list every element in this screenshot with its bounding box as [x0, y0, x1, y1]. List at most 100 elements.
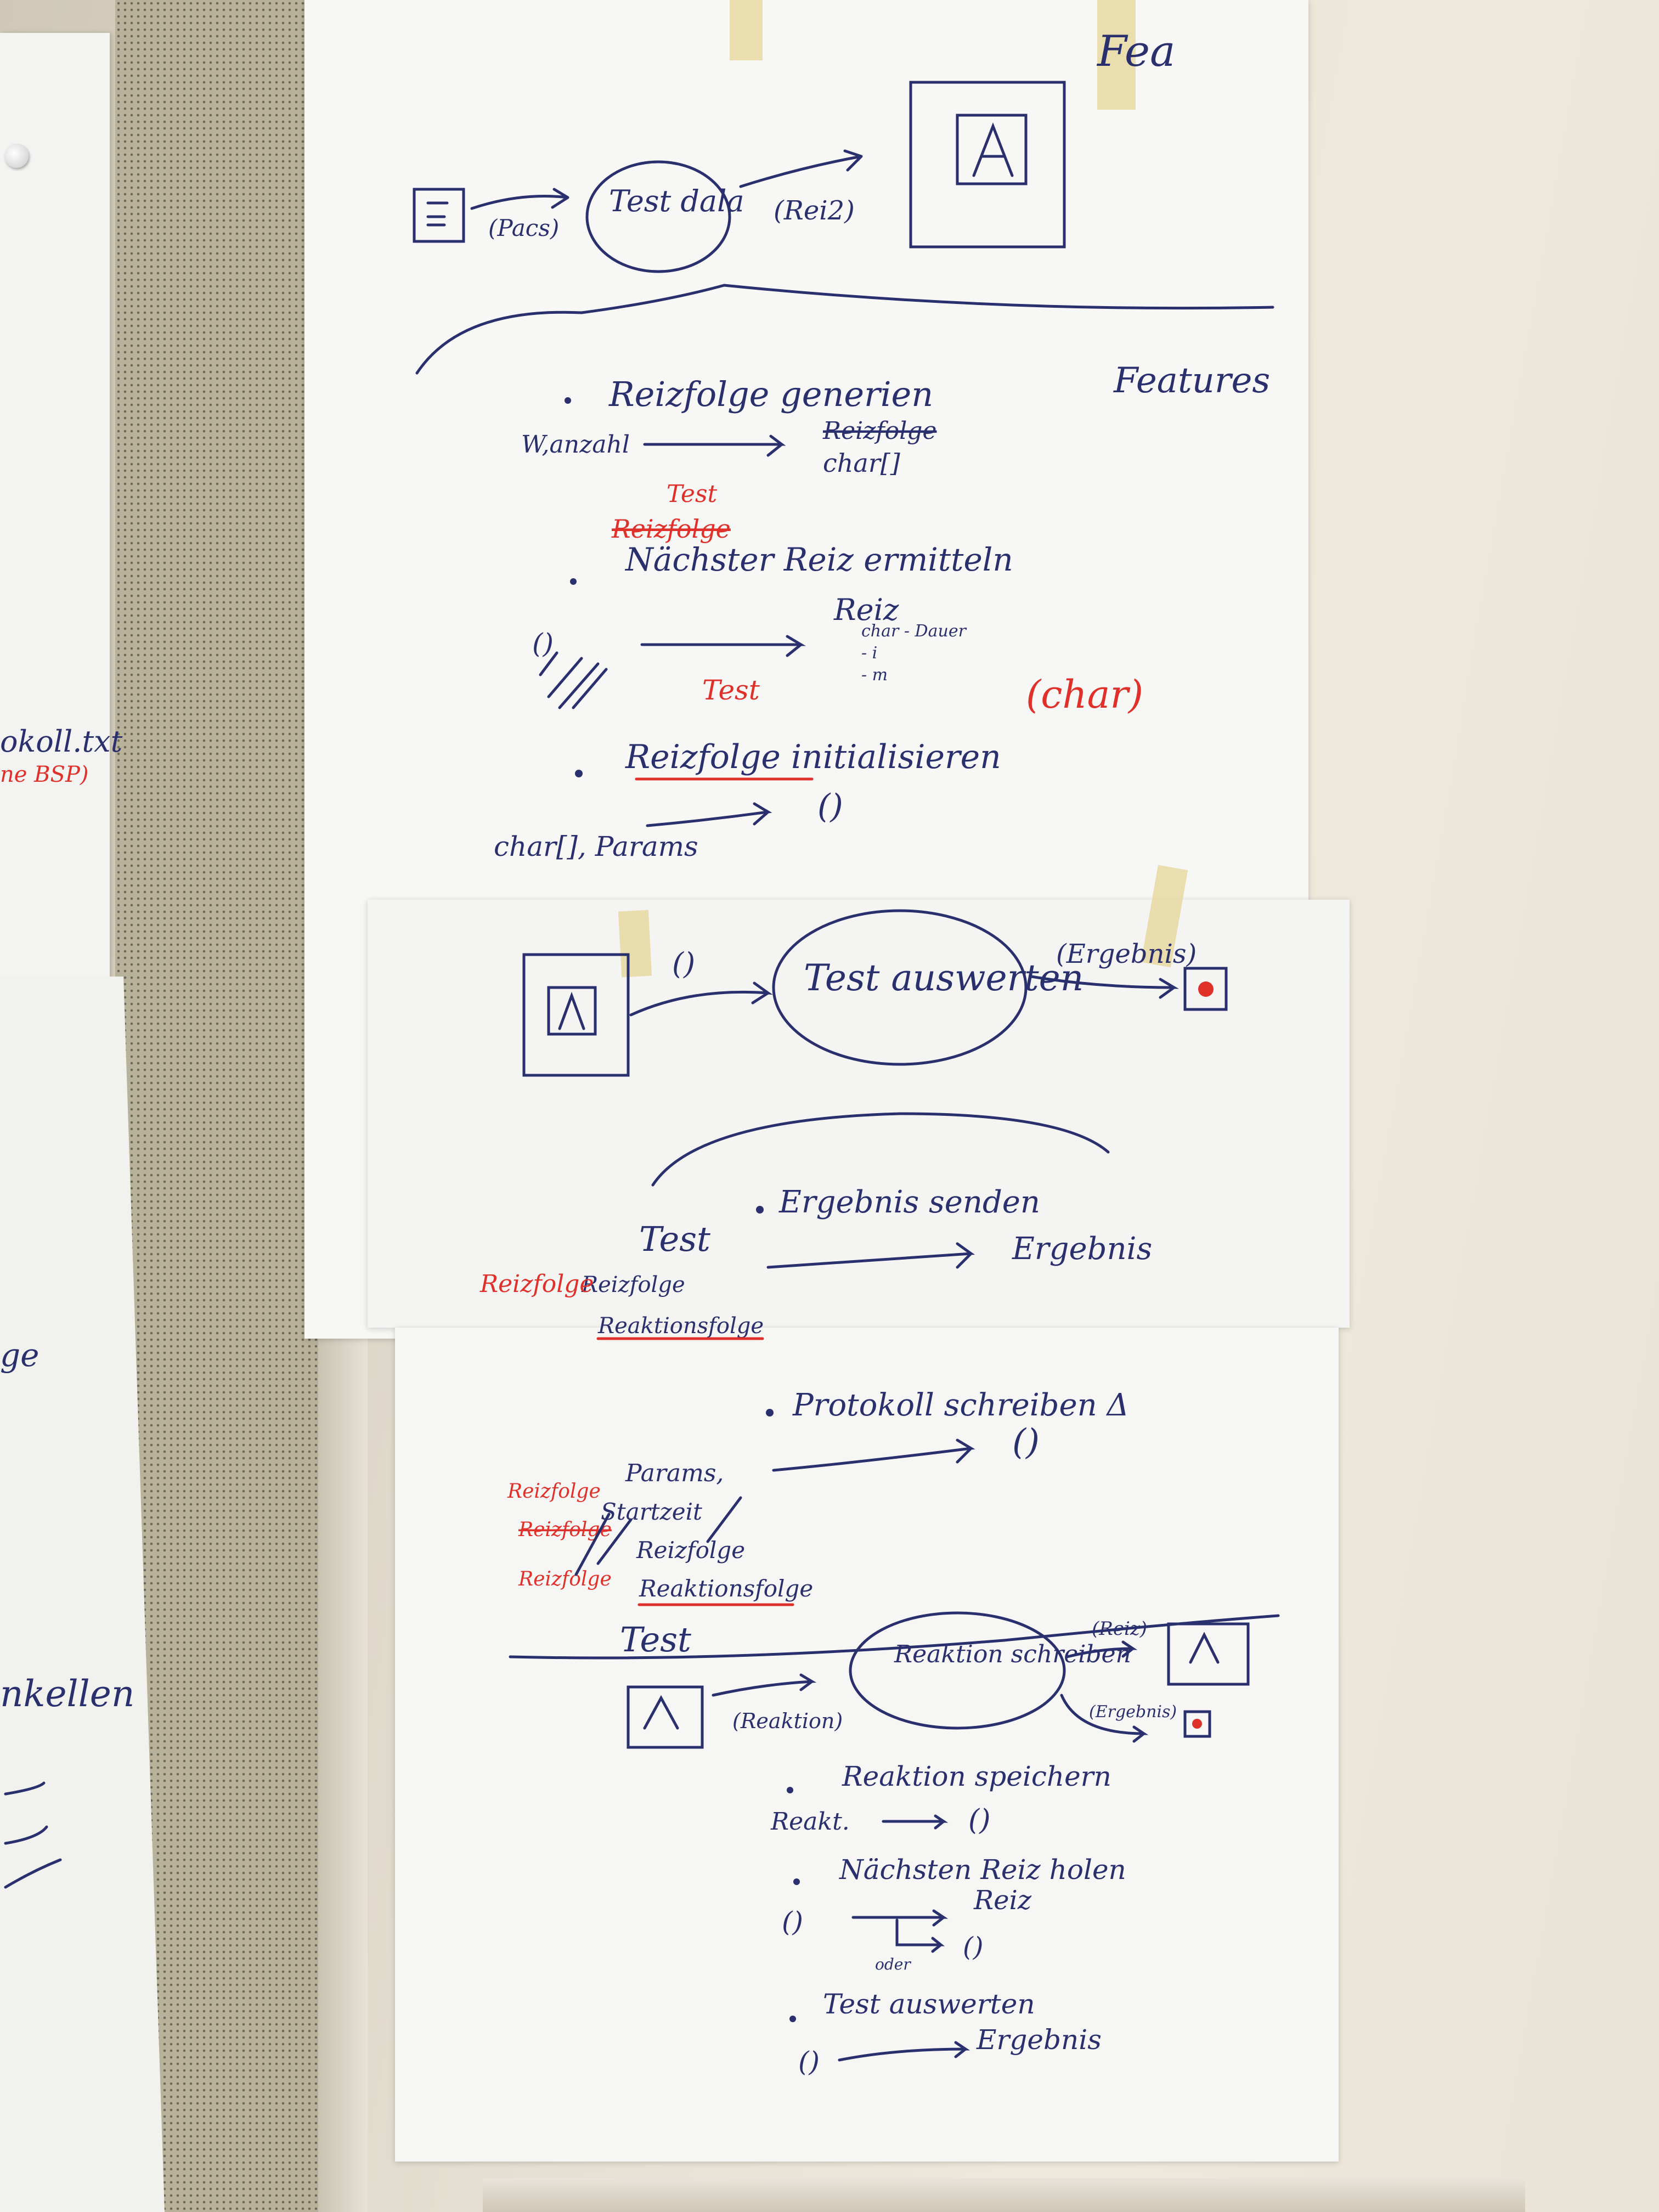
- ergebnis-arrow: [766, 1242, 975, 1269]
- feature1-arrow: [643, 435, 786, 457]
- ergebnis-input-2: Reizfolge: [581, 1272, 685, 1297]
- bullet-dot: [787, 1787, 793, 1793]
- mid-edge-in: (): [672, 946, 695, 981]
- bullet-dot: [565, 397, 571, 404]
- document-lines: [426, 201, 449, 227]
- app-frame-box: [627, 1685, 704, 1749]
- bottom-edge-down: (Ergebnis): [1089, 1702, 1177, 1722]
- bottom-arrow-down: [1060, 1694, 1149, 1743]
- protokoll-input-3: Reizfolge: [636, 1537, 745, 1564]
- node-test-data: [585, 160, 731, 273]
- edge-label-pacs: (Pacs): [488, 215, 559, 241]
- node-reaktion-label: Reaktion schreiben: [894, 1640, 1131, 1668]
- node-reaktion: [849, 1611, 1066, 1730]
- edge-label-reiz: (Rei2): [774, 195, 855, 226]
- app-icon-letter: [1189, 1632, 1220, 1664]
- bottom-item2-alt-label: oder: [875, 1955, 911, 1973]
- bottom-edge-up: (Reiz): [1092, 1618, 1147, 1640]
- section-curve-middle: [651, 1112, 1110, 1187]
- protokoll-input-1: Params,: [625, 1459, 724, 1487]
- feature1-input: W,anzahl: [521, 431, 630, 459]
- feature2-bullet: Nächster Reiz ermitteln: [624, 541, 1013, 578]
- feature2-scribble: [539, 651, 608, 709]
- left-fragment-2: ne BSP): [0, 762, 88, 787]
- left-fragment-4: nkellen: [0, 1673, 134, 1715]
- bullet-dot: [575, 770, 583, 777]
- node-test-auswerten: [772, 909, 1028, 1066]
- feature2-red-above: Test: [667, 480, 718, 508]
- protokoll-red-3: Reizfolge: [518, 1568, 612, 1590]
- bottom-item2-output: Reiz: [973, 1885, 1032, 1916]
- left-arrows: [4, 1781, 62, 1889]
- app-icon-letter: [558, 991, 585, 1030]
- arrow-2: [739, 149, 863, 188]
- feature3-input: char[], Params: [494, 831, 698, 862]
- bottom-item3-input: (): [798, 2046, 820, 2078]
- feature1-output: char[]: [823, 448, 900, 478]
- bottom-item2-alt-output: (): [963, 1932, 983, 1962]
- bottom-item2-input: (): [782, 1906, 803, 1938]
- bullet-dot: [756, 1206, 764, 1214]
- mid-edge-out: (Ergebnis): [1056, 939, 1197, 969]
- ergebnis-red-input: Reizfolge: [479, 1270, 594, 1298]
- bottom-item1-input: Reakt.: [770, 1808, 850, 1836]
- app-icon-letter: [643, 1695, 679, 1730]
- feature3-arrow: [646, 802, 772, 827]
- app-icon-letter: [972, 122, 1014, 177]
- flipchart-sheet-bottom: [395, 1328, 1339, 2162]
- bottom-item3-bullet: Test auswerten: [823, 1988, 1035, 2020]
- protokoll-input-4: Reaktionsfolge: [639, 1575, 813, 1602]
- app-icon-box: [956, 114, 1028, 185]
- bottom-item1-bullet: Reaktion speichern: [842, 1760, 1111, 1792]
- result-doc-icon: [1183, 1710, 1211, 1738]
- feature3-output: (): [817, 787, 843, 826]
- result-doc-icon: [1183, 967, 1228, 1011]
- feature3-red-note: (char): [1026, 672, 1143, 717]
- section-curve-top: [415, 284, 1274, 375]
- bottom-item2-alt-arrow: [895, 1918, 945, 1953]
- arrow-1: [470, 188, 569, 210]
- bottom-arrow-in: [712, 1673, 817, 1697]
- corner-note: Fea: [1096, 27, 1176, 76]
- pushpin-icon: [4, 144, 29, 168]
- result-red-dot-icon: [1198, 981, 1214, 997]
- feature2-detail-2: - i: [861, 644, 877, 663]
- left-fragment-3: ge: [0, 1336, 39, 1374]
- ergebnis-output: Ergebnis: [1012, 1231, 1152, 1267]
- app-frame-box: [909, 81, 1066, 249]
- app-frame-box: [1167, 1622, 1250, 1686]
- ergebnis-input-1: Test: [639, 1219, 710, 1259]
- bottom-item3-output: Ergebnis: [976, 2024, 1102, 2056]
- bullet-dot: [793, 1878, 800, 1885]
- feature1-bullet: Reizfolge generien: [608, 374, 933, 414]
- bottom-item2-bullet: Nächsten Reiz holen: [839, 1854, 1126, 1886]
- features-label: Features: [1113, 360, 1270, 401]
- feature2-detail-1: char - Dauer: [861, 622, 967, 641]
- feature2-arrow: [640, 635, 806, 657]
- bottom-item1-output: (): [968, 1804, 991, 1837]
- ergebnis-bullet: Ergebnis senden: [778, 1184, 1040, 1220]
- feature2-detail-3: - m: [861, 665, 888, 685]
- feature3-bullet: Reizfolge initialisieren: [625, 738, 1001, 776]
- bottom-item1-arrow: [882, 1814, 949, 1830]
- document-icon: [413, 188, 465, 243]
- app-frame-box: [522, 953, 630, 1077]
- feature1-output-struck: Reizfolge: [822, 417, 936, 445]
- bullet-dot: [570, 578, 577, 585]
- feature3-red-above: Test: [702, 674, 760, 706]
- left-fragment-1: okoll.txt: [0, 724, 123, 759]
- feature2-red-struck: Reizfolge: [611, 514, 731, 544]
- bullet-dot: [766, 1409, 774, 1417]
- tape-strip: [1097, 0, 1136, 110]
- feature2-output: Reiz: [833, 592, 899, 627]
- protokoll-bullet: Protokoll schreiben Δ: [792, 1387, 1129, 1423]
- bottom-item2-arrow: [851, 1909, 949, 1927]
- app-icon-box: [547, 986, 597, 1036]
- bottom-edge-in: (Reaktion): [732, 1709, 843, 1733]
- feature2-input: (): [532, 628, 554, 659]
- node-test-data-label: Test dala: [609, 184, 744, 218]
- mid-arrow-out: [1030, 975, 1180, 999]
- bottom-item3-arrow: [838, 2041, 970, 2062]
- protokoll-red-1: Reizfolge: [507, 1480, 601, 1503]
